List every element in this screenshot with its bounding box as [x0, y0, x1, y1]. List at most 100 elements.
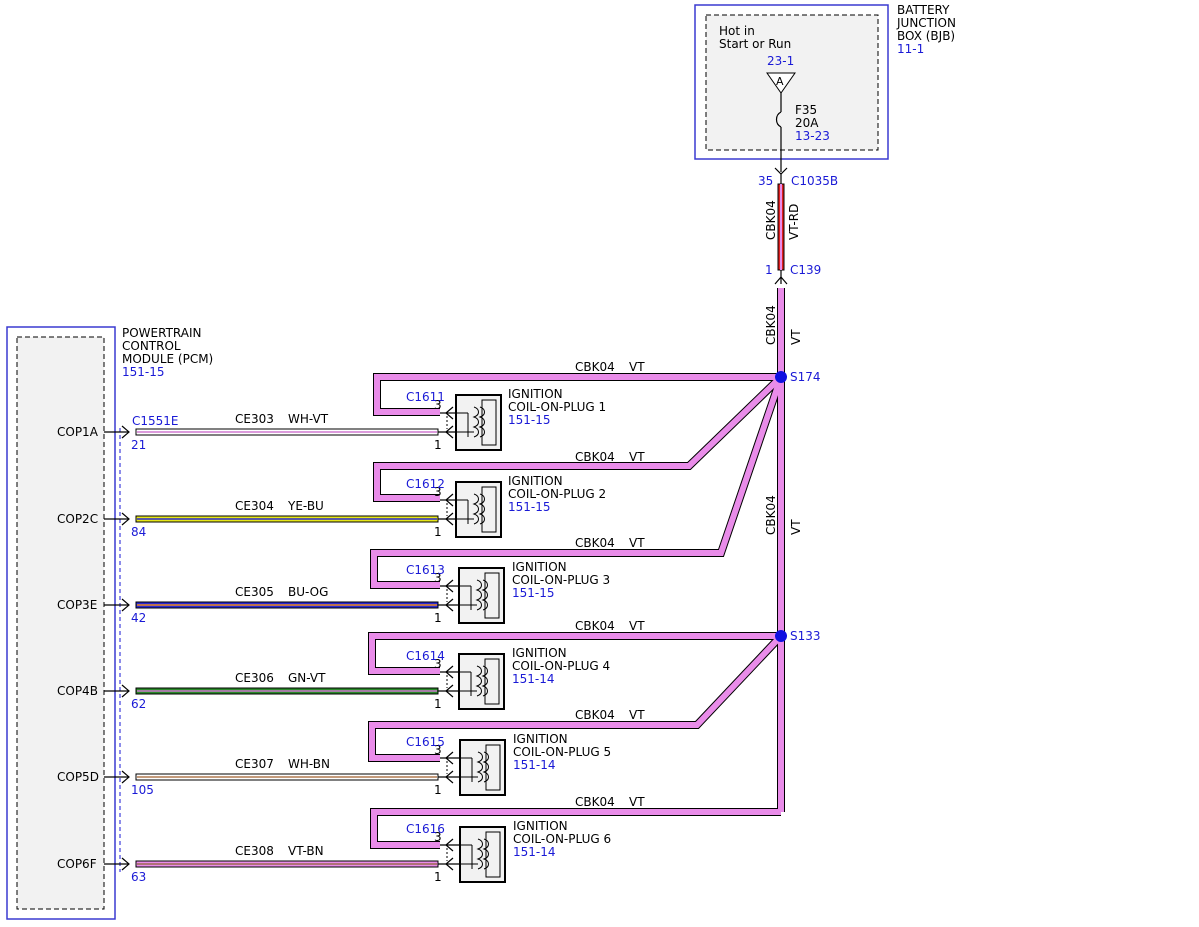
coil-pin-signal-3: 1: [434, 611, 442, 625]
coil-name-6: COIL-ON-PLUG 6: [513, 832, 611, 846]
coil-title-6: IGNITION: [513, 819, 568, 833]
pcm-pin-arrow-5: [121, 770, 130, 784]
pcm-pin-6: 63: [131, 870, 146, 884]
vt-circuit-label: CBK04: [764, 305, 778, 345]
coil-pin-signal-1: 1: [434, 438, 442, 452]
fuse-name: F35: [795, 103, 817, 117]
feed-color-6: VT: [629, 795, 645, 809]
fuse-rating: 20A: [795, 116, 819, 130]
feed-circuit-5: CBK04: [575, 708, 615, 722]
signal-circuit-5: CE307: [235, 757, 274, 771]
signal-color-2: YE-BU: [287, 499, 324, 513]
coil-title-4: IGNITION: [512, 646, 567, 660]
bjb-title-3: BOX (BJB): [897, 29, 955, 43]
fuse-ref[interactable]: 13-23: [795, 129, 830, 143]
bjb-connector-pin: A: [776, 75, 784, 88]
pcm-inner-border: [16, 336, 105, 910]
vt-color-label: VT: [789, 329, 803, 345]
coil-ref-5[interactable]: 151-14: [513, 758, 556, 772]
coil-ref-4[interactable]: 151-14: [512, 672, 555, 686]
pcm-connector[interactable]: C1551E: [132, 414, 179, 428]
pcm-pin-2: 84: [131, 525, 146, 539]
battery-junction-box: BATTERY JUNCTION BOX (BJB) 11-1 Hot in S…: [694, 3, 956, 172]
pcm-title-1: POWERTRAIN: [122, 326, 202, 340]
feed-circuit-1: CBK04: [575, 360, 615, 374]
pcm-signal-5: COP5D: [57, 770, 99, 784]
feed-circuit-3: CBK04: [575, 536, 615, 550]
coil-connector-1[interactable]: C1611: [406, 390, 445, 404]
vt-distribution: S174 S133: [368, 288, 821, 849]
feed-circuit-6: CBK04: [575, 795, 615, 809]
c1035b-connector[interactable]: C1035B: [791, 174, 838, 188]
signal-circuit-6: CE308: [235, 844, 274, 858]
coil-connector-6[interactable]: C1616: [406, 822, 445, 836]
coil-pin-power-5: 3: [434, 743, 442, 757]
feed-color-4: VT: [629, 619, 645, 633]
coil-title-2: IGNITION: [508, 474, 563, 488]
top-wire-vt-rd: 35 C1035B CBK04 VT-RD 1 C139 CBK04 VT CB…: [758, 167, 838, 535]
pcm-ref[interactable]: 151-15: [122, 365, 165, 379]
bjb-title-2: JUNCTION: [896, 16, 956, 30]
coil-connector-2[interactable]: C1612: [406, 477, 445, 491]
signal-color-3: BU-OG: [288, 585, 328, 599]
feed-color-2: VT: [629, 450, 645, 464]
c139-connector[interactable]: C139: [790, 263, 821, 277]
splice-s133[interactable]: [775, 630, 787, 642]
pcm-signal-1: COP1A: [57, 425, 99, 439]
signal-color-1: WH-VT: [288, 412, 329, 426]
coil-ref-6[interactable]: 151-14: [513, 845, 556, 859]
trunk-circuit-label: CBK04: [764, 495, 778, 535]
bjb-hot-1: Hot in: [719, 24, 755, 38]
pcm-title-2: CONTROL: [122, 339, 181, 353]
pcm-outer-border: [6, 326, 116, 920]
coil-pin-signal-2: 1: [434, 525, 442, 539]
coil-pin-signal-5: 1: [434, 783, 442, 797]
coil-pin-power-1: 3: [434, 398, 442, 412]
coil-ref-2[interactable]: 151-15: [508, 500, 551, 514]
pcm-pin-arrow-2: [121, 512, 130, 526]
splice-s133-label[interactable]: S133: [790, 629, 821, 643]
pcm-pin-3: 42: [131, 611, 146, 625]
feed-circuit-4: CBK04: [575, 619, 615, 633]
pcm-signal-6: COP6F: [57, 857, 97, 871]
bjb-title-1: BATTERY: [897, 3, 950, 17]
pcm-pin-1: 21: [131, 438, 146, 452]
vt-rd-color: VT-RD: [787, 204, 801, 240]
bjb-outer-border: [694, 4, 889, 160]
signal-color-5: WH-BN: [288, 757, 330, 771]
pcm-title-3: MODULE (PCM): [122, 352, 213, 366]
coil-name-3: COIL-ON-PLUG 3: [512, 573, 610, 587]
coil-connector-5[interactable]: C1615: [406, 735, 445, 749]
coil-title-5: IGNITION: [513, 732, 568, 746]
coil-connector-4[interactable]: C1614: [406, 649, 445, 663]
bjb-ref[interactable]: 11-1: [897, 42, 924, 56]
feed-circuit-2: CBK04: [575, 450, 615, 464]
coil-pin-signal-6: 1: [434, 870, 442, 884]
fuse-icon: [775, 111, 782, 128]
coil-connector-3[interactable]: C1613: [406, 563, 445, 577]
coil-title-1: IGNITION: [508, 387, 563, 401]
coil-ref-3[interactable]: 151-15: [512, 586, 555, 600]
trunk-color-label: VT: [789, 519, 803, 535]
splice-s174-label[interactable]: S174: [790, 370, 821, 384]
coil-name-1: COIL-ON-PLUG 1: [508, 400, 606, 414]
coil-ref-1[interactable]: 151-15: [508, 413, 551, 427]
bjb-connector-ref[interactable]: 23-1: [767, 54, 794, 68]
coil-pin-power-4: 3: [434, 657, 442, 671]
coil-pin-power-3: 3: [434, 571, 442, 585]
pcm-pin-arrow-1: [121, 425, 130, 439]
signal-color-4: GN-VT: [288, 671, 326, 685]
pcm-pin-arrow-4: [121, 684, 130, 698]
signal-circuit-2: CE304: [235, 499, 274, 513]
pcm-module: POWERTRAIN CONTROL MODULE (PCM) 151-15 C…: [6, 326, 213, 920]
signal-color-6: VT-BN: [288, 844, 324, 858]
pcm-signal-4: COP4B: [57, 684, 98, 698]
feed-color-1: VT: [629, 360, 645, 374]
coil-pin-power-6: 3: [434, 830, 442, 844]
vt-rd-circuit: CBK04: [764, 200, 778, 240]
signal-circuit-1: CE303: [235, 412, 274, 426]
bjb-inner-border: [705, 14, 879, 151]
splice-s174[interactable]: [775, 371, 787, 383]
